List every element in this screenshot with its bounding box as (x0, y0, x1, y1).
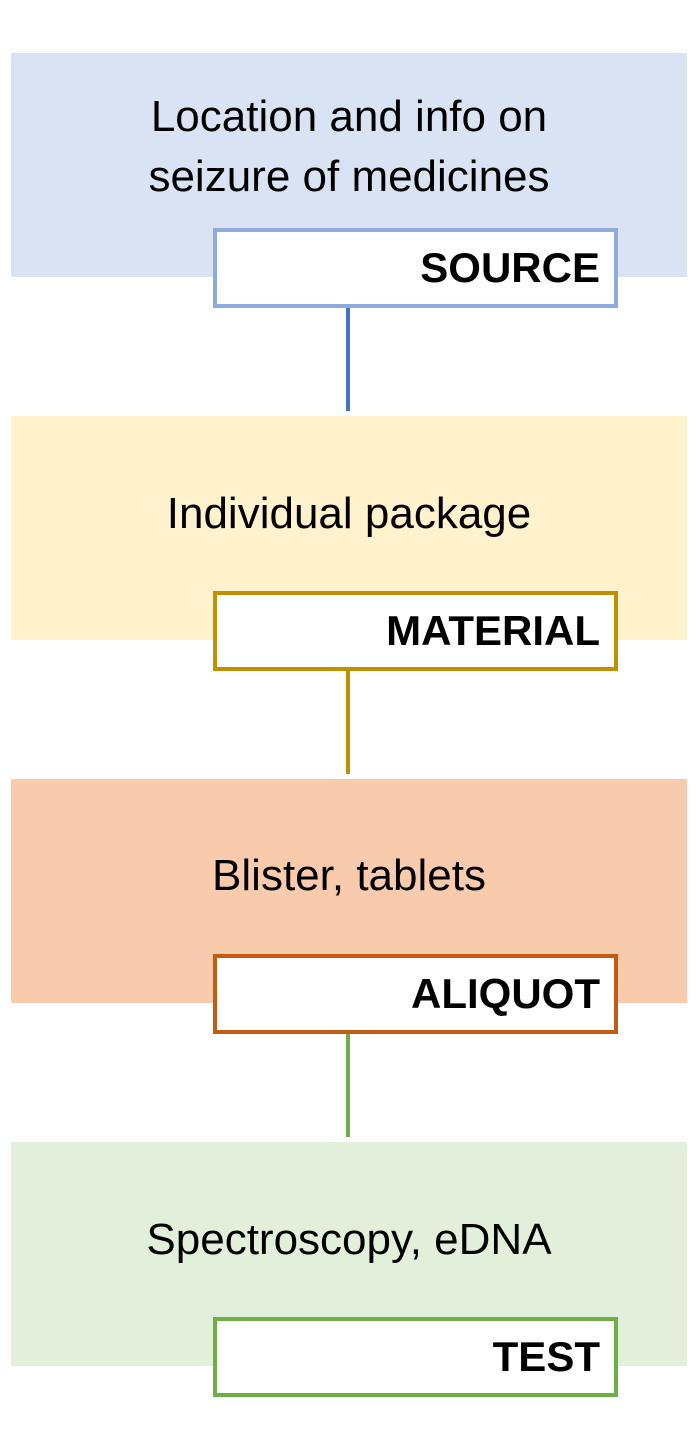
tag-source: SOURCE (213, 228, 618, 308)
stage-source-text: Location and info on seizure of medicine… (148, 92, 550, 201)
tag-material: MATERIAL (213, 591, 618, 671)
stage-aliquot-text: Blister, tablets (212, 851, 486, 900)
stage-material-text: Individual package (166, 489, 532, 538)
connector-material-aliquot (346, 646, 350, 774)
tag-aliquot: ALIQUOT (213, 954, 618, 1034)
tag-test: TEST (213, 1317, 618, 1397)
connector-source-material (346, 283, 350, 411)
stage-test-text: Spectroscopy, eDNA (146, 1215, 552, 1264)
connector-aliquot-test (346, 1009, 350, 1137)
